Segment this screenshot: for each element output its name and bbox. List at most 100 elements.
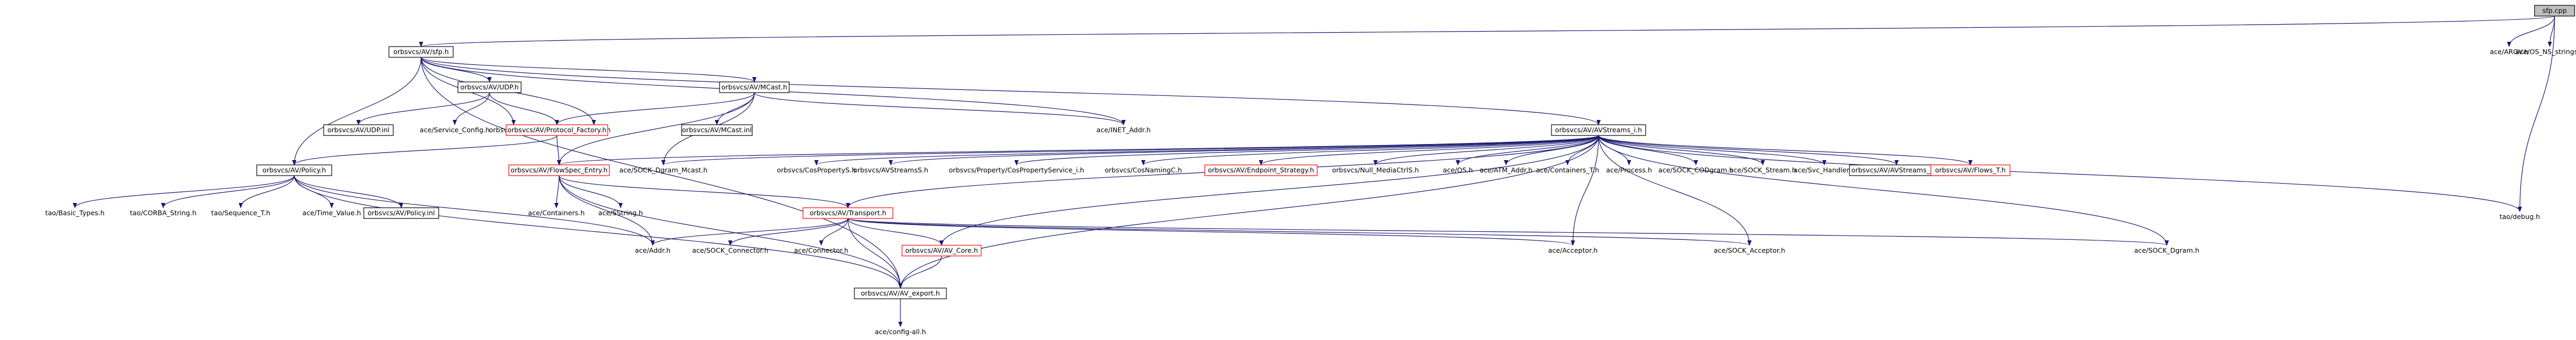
node-ace-containers-t-h: ace/Containers_T.h xyxy=(1536,166,1599,174)
node-label: orbsvcs/Property/CosPropertyService_i.h xyxy=(949,166,1084,174)
node-label: ace/SOCK_Connector.h xyxy=(692,246,769,254)
node-label: ace/SString.h xyxy=(598,209,643,217)
edge-orbsvcs-av-sfp-h-to-orbsvcs-av-policy-h xyxy=(292,57,422,165)
edge-orbsvcs-av-mcast-h-to-orbsvcs-av-mcast-inl xyxy=(715,92,755,125)
edge-orbsvcs-av-sfp-h-to-orbsvcs-av-av-export-h xyxy=(421,57,903,289)
edge-orbsvcs-av-mcast-h-to-orbsvcs-av-flowspec-entry-h xyxy=(557,92,755,165)
node-label: ace/Acceptor.h xyxy=(1548,246,1598,254)
node-ace-sock-stream-h: ace/SOCK_Stream.h xyxy=(1730,166,1797,174)
edge-orbsvcs-av-flowspec-entry-h-to-orbsvcs-av-av-export-h xyxy=(559,175,903,289)
edge-orbsvcs-av-transport-h-to-ace-acceptor-h xyxy=(847,218,1575,246)
node-orbsvcs-av-flowspec-entry-h[interactable]: orbsvcs/AV/FlowSpec_Entry.h xyxy=(508,164,610,176)
node-ace-os-h: ace/OS.h xyxy=(1443,166,1473,174)
node-ace-inet-addr-h: ace/INET_Addr.h xyxy=(1096,126,1150,134)
node-ace-addr-h: ace/Addr.h xyxy=(635,246,671,254)
edge-orbsvcs-av-protocol-factory-h-to-orbsvcs-av-policy-h xyxy=(292,135,557,165)
edge-orbsvcs-av-transport-h-to-ace-sock-dgram-h xyxy=(847,218,2169,246)
edge-orbsvcs-av-avstreams-i-h-to-ace-sock-codgram-h xyxy=(1598,135,1698,165)
edge-orbsvcs-av-avstreams-i-h-to-ace-os-h xyxy=(1456,135,1599,165)
node-orbsvcs-av-mcast-h[interactable]: orbsvcs/AV/MCast.h xyxy=(719,81,790,93)
node-label: tao/Basic_Types.h xyxy=(45,209,105,217)
edge-orbsvcs-av-avstreams-i-h-to-ace-sock-dgram-h xyxy=(1598,135,2169,246)
nodes-layer: sfp.cpp orbsvcs/AV/sfp.h ace/ARGV.hace/OS_… xyxy=(45,5,2576,336)
node-label: orbsvcs/AV/Protocol_Factory.h xyxy=(507,126,606,134)
node-tao-sequence-t-h: tao/Sequence_T.h xyxy=(211,209,270,217)
node-box-orbsvcs-av-endpoint-strategy-h xyxy=(1204,164,1318,176)
node-label: ace/Connector.h xyxy=(794,246,849,254)
node-ace-sstring-h: ace/SString.h xyxy=(598,209,643,217)
edge-sfp-cpp-to-tao-debug-h xyxy=(2518,16,2555,212)
node-ace-svc-handler-h: ace/Svc_Handler.h xyxy=(1794,166,1855,174)
edge-orbsvcs-av-avstreams-i-h-to-ace-sock-acceptor-h xyxy=(1598,135,1752,246)
node-label: ace/SOCK_CODgram.h xyxy=(1658,166,1733,174)
node-orbsvcs-av-av-export-h[interactable]: orbsvcs/AV/AV_export.h xyxy=(854,288,947,299)
edge-orbsvcs-av-policy-h-to-tao-corba-string-h xyxy=(161,175,295,208)
edge-orbsvcs-av-flowspec-entry-h-to-ace-addr-h xyxy=(559,175,655,246)
edge-orbsvcs-av-flowspec-entry-h-to-ace-sstring-h xyxy=(559,175,623,208)
node-label: ace/ATM_Addr.h xyxy=(1480,166,1533,174)
node-ace-sock-dgram-mcast-h: ace/SOCK_Dgram_Mcast.h xyxy=(620,166,708,174)
node-box-sfp-cpp xyxy=(2534,5,2575,17)
node-label: ace/Addr.h xyxy=(635,246,671,254)
node-orbsvcs-av-transport-h[interactable]: orbsvcs/AV/Transport.h xyxy=(802,207,893,219)
node-orbsvcs-av-policy-h[interactable]: orbsvcs/AV/Policy.h xyxy=(256,164,332,176)
node-sfp-cpp[interactable]: sfp.cpp xyxy=(2534,5,2575,17)
node-orbsvcs-av-protocol-factory-h[interactable]: orbsvcs/AV/Protocol_Factory.h xyxy=(506,124,608,136)
node-label: sfp.cpp xyxy=(2542,6,2567,14)
node-label: orbsvcs/AVStreamsS.h xyxy=(853,166,928,174)
node-orbsvcs-property-cospropertyservice-i-h: orbsvcs/Property/CosPropertyService_i.h xyxy=(949,166,1084,174)
node-label: orbsvcs/AV/Endpoint_Strategy.h xyxy=(1208,166,1314,174)
node-label: ace/Containers.h xyxy=(528,209,585,217)
node-label: ace/Svc_Handler.h xyxy=(1794,166,1855,174)
edge-orbsvcs-av-avstreams-i-h-to-ace-acceptor-h xyxy=(1571,135,1599,246)
node-ace-sock-connector-h: ace/SOCK_Connector.h xyxy=(692,246,769,254)
node-ace-atm-addr-h: ace/ATM_Addr.h xyxy=(1480,166,1533,174)
node-tao-basic-types-h: tao/Basic_Types.h xyxy=(45,209,105,217)
node-ace-os-ns-strings-h: ace/OS_NS_strings.h xyxy=(2516,48,2576,56)
node-orbsvcs-av-flows-t-h[interactable]: orbsvcs/AV/Flows_T.h xyxy=(1930,164,2011,176)
node-orbsvcs-av-mcast-inl[interactable]: orbsvcs/AV/MCast.inl xyxy=(681,124,753,136)
node-orbsvcs-av-policy-inl[interactable]: orbsvcs/AV/Policy.inl xyxy=(363,207,439,219)
node-ace-time-value-h: ace/Time_Value.h xyxy=(302,209,361,217)
edge-orbsvcs-av-mcast-h-to-orbsvcs-av-protocol-factory-h xyxy=(555,92,755,125)
node-orbsvcs-av-av-core-h[interactable]: orbsvcs/AV/AV_Core.h xyxy=(901,245,982,256)
edge-orbsvcs-av-avstreams-i-h-to-tao-debug-h xyxy=(1598,135,2522,212)
node-label: ace/Time_Value.h xyxy=(302,209,361,217)
node-orbsvcs-av-udp-inl[interactable]: orbsvcs/AV/UDP.inl xyxy=(323,124,394,136)
node-tao-corba-string-h: tao/CORBA_String.h xyxy=(130,209,196,217)
edge-sfp-cpp-to-ace-argv-h xyxy=(2507,16,2555,47)
edge-orbsvcs-av-udp-h-to-orbsvcs-av-protocol-factory-h xyxy=(489,92,559,125)
node-label: orbsvcs/AV/FlowSpec_Entry.h xyxy=(510,166,607,174)
edge-orbsvcs-av-avstreams-i-h-to-ace-atm-addr-h xyxy=(1504,135,1599,165)
node-label: orbsvcs/AV/AVStreams_i.inl xyxy=(1851,166,1941,174)
node-orbsvcs-avstreamss-h: orbsvcs/AVStreamsS.h xyxy=(853,166,928,174)
node-label: ace/Process.h xyxy=(1606,166,1652,174)
node-label: ace/ARGV.h xyxy=(2490,48,2528,56)
edge-orbsvcs-av-avstreams-i-h-to-ace-sock-dgram-mcast-h xyxy=(661,135,1599,165)
edge-orbsvcs-av-avstreams-i-h-to-orbsvcs-property-cospropertyservice-i-h xyxy=(1014,135,1599,165)
edge-orbsvcs-av-udp-h-to-orbsvcs-av-udp-inl xyxy=(356,92,490,125)
node-orbsvcs-av-avstreams-i-h[interactable]: orbsvcs/AV/AVStreams_i.h xyxy=(1551,124,1646,136)
node-ace-service-config-h: ace/Service_Config.h xyxy=(420,126,490,134)
node-label: orbsvcs/AV/Transport.h xyxy=(809,209,886,217)
node-label: ace/Service_Config.h xyxy=(420,126,490,134)
node-orbsvcs-av-sfp-h[interactable]: orbsvcs/AV/sfp.h xyxy=(388,46,454,58)
node-label: orbsvcs/AV/Policy.inl xyxy=(368,209,435,217)
node-ace-sock-dgram-h: ace/SOCK_Dgram.h xyxy=(2134,246,2199,254)
edge-orbsvcs-av-avstreams-i-h-to-orbsvcs-av-av-core-h xyxy=(939,135,1599,246)
edge-orbsvcs-av-policy-h-to-tao-basic-types-h xyxy=(73,175,295,208)
edge-orbsvcs-av-avstreams-i-h-to-ace-sock-stream-h xyxy=(1598,135,1765,165)
node-orbsvcs-av-avstreams-i-inl[interactable]: orbsvcs/AV/AVStreams_i.inl xyxy=(1849,164,1944,176)
edge-orbsvcs-av-avstreams-i-h-to-orbsvcs-av-flowspec-entry-h xyxy=(557,135,1599,165)
node-label: orbsvcs/AV/AVStreams_i.h xyxy=(1555,126,1642,134)
node-label: tao/CORBA_String.h xyxy=(130,209,196,217)
node-label: orbsvcs/AV/MCast.inl xyxy=(682,126,752,134)
node-box-orbsvcs-av-mcast-h xyxy=(719,81,790,93)
edge-orbsvcs-av-transport-h-to-orbsvcs-av-av-export-h xyxy=(847,218,903,289)
node-label: ace/Containers_T.h xyxy=(1536,166,1599,174)
node-orbsvcs-av-udp-h[interactable]: orbsvcs/AV/UDP.h xyxy=(457,81,522,93)
node-label: orbsvcs/AV/AV_export.h xyxy=(861,289,940,297)
node-orbsvcs-cosnamingc-h: orbsvcs/CosNamingC.h xyxy=(1105,166,1182,174)
node-orbsvcs-av-endpoint-strategy-h[interactable]: orbsvcs/AV/Endpoint_Strategy.h xyxy=(1204,164,1318,176)
node-label: ace/INET_Addr.h xyxy=(1096,126,1150,134)
